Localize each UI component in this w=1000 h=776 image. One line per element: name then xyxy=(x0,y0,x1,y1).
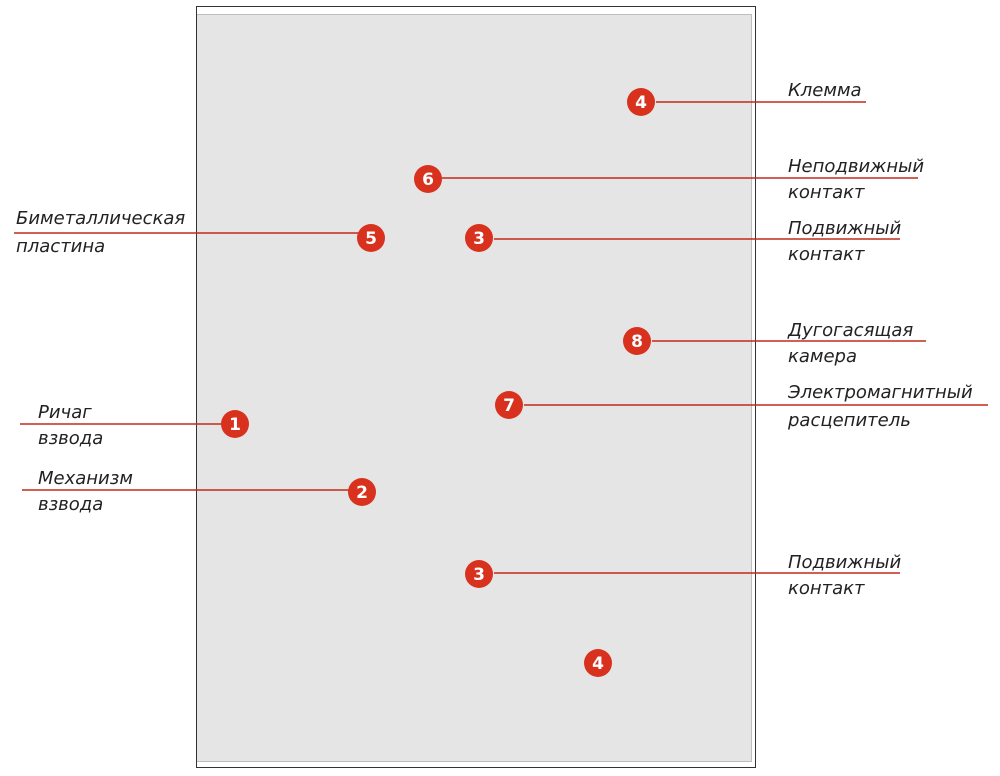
photo-frame xyxy=(196,6,756,768)
marker-arc-chamber-number: 8 xyxy=(631,332,643,352)
label-moving-contact-bottom-line-1: Подвижный xyxy=(788,552,902,573)
label-em-release-line-2: расцепитель xyxy=(788,410,911,431)
marker-group: 4 6 3 5 8 7 1 xyxy=(221,88,655,677)
label-lever: Ричаг взвода xyxy=(38,402,103,450)
label-fixed-contact-line-1: Неподвижный xyxy=(788,156,925,177)
label-moving-contact-top-line-2: контакт xyxy=(788,244,865,265)
label-mechanism-line-1: Механизм xyxy=(38,468,133,489)
marker-bimetal-plate-circle xyxy=(357,224,385,252)
marker-em-release-number: 7 xyxy=(503,396,515,416)
marker-klemma-number: 4 xyxy=(635,93,647,113)
label-lever-line-1: Ричаг xyxy=(38,402,92,423)
marker-fixed-contact-circle xyxy=(414,165,442,193)
label-arc-chamber-line-1: Дугогасящая xyxy=(788,320,914,341)
label-fixed-contact-line-2: контакт xyxy=(788,182,865,203)
marker-moving-contact-bottom-number: 3 xyxy=(473,565,485,585)
marker-klemma-bottom: 4 xyxy=(584,649,612,677)
marker-mechanism-circle xyxy=(348,478,376,506)
marker-lever-circle xyxy=(221,410,249,438)
marker-lever-number: 1 xyxy=(229,415,241,435)
label-arc-chamber: Дугогасящая камера xyxy=(788,320,913,368)
marker-bimetal-plate-number: 5 xyxy=(365,229,377,249)
marker-moving-contact-bottom-circle xyxy=(465,560,493,588)
marker-klemma-circle xyxy=(627,88,655,116)
label-em-release-line-1: Электромагнитный xyxy=(788,382,973,403)
marker-arc-chamber: 8 xyxy=(623,327,651,355)
label-moving-contact-top-line-1: Подвижный xyxy=(788,218,902,239)
marker-fixed-contact-number: 6 xyxy=(422,170,434,190)
label-lever-line-2: взвода xyxy=(38,428,104,449)
marker-em-release-circle xyxy=(495,391,523,419)
marker-mechanism: 2 xyxy=(348,478,376,506)
marker-mechanism-number: 2 xyxy=(356,483,368,503)
label-mechanism-line-2: взвода xyxy=(38,494,104,515)
label-bimetal-plate-line-1: Биметаллическая xyxy=(16,208,186,229)
label-moving-contact-bottom-line-2: контакт xyxy=(788,578,865,599)
marker-lever: 1 xyxy=(221,410,249,438)
marker-em-release: 7 xyxy=(495,391,523,419)
marker-moving-contact-top-number: 3 xyxy=(473,229,485,249)
marker-klemma-bottom-circle xyxy=(584,649,612,677)
marker-moving-contact-top-circle xyxy=(465,224,493,252)
breaker-photo-placeholder xyxy=(196,14,752,762)
leader-lines xyxy=(14,101,988,574)
label-fixed-contact: Неподвижный контакт xyxy=(788,156,924,204)
marker-fixed-contact: 6 xyxy=(414,165,442,193)
label-moving-contact-bottom: Подвижный контакт xyxy=(788,552,901,600)
marker-moving-contact-bottom: 3 xyxy=(465,560,493,588)
marker-klemma: 4 xyxy=(627,88,655,116)
label-bimetal-plate: Биметаллическая пластина xyxy=(16,208,185,258)
label-mechanism: Механизм взвода xyxy=(38,468,133,516)
label-bimetal-plate-line-2: пластина xyxy=(16,236,106,257)
label-em-release: Электромагнитный расцепитель xyxy=(788,382,973,432)
marker-klemma-bottom-number: 4 xyxy=(592,654,604,674)
marker-arc-chamber-circle xyxy=(623,327,651,355)
marker-bimetal-plate: 5 xyxy=(357,224,385,252)
marker-moving-contact-top: 3 xyxy=(465,224,493,252)
label-arc-chamber-line-2: камера xyxy=(788,346,858,367)
label-moving-contact-top: Подвижный контакт xyxy=(788,218,901,266)
label-klemma-line-1: Клемма xyxy=(788,80,862,101)
label-klemma: Клемма xyxy=(788,80,862,102)
